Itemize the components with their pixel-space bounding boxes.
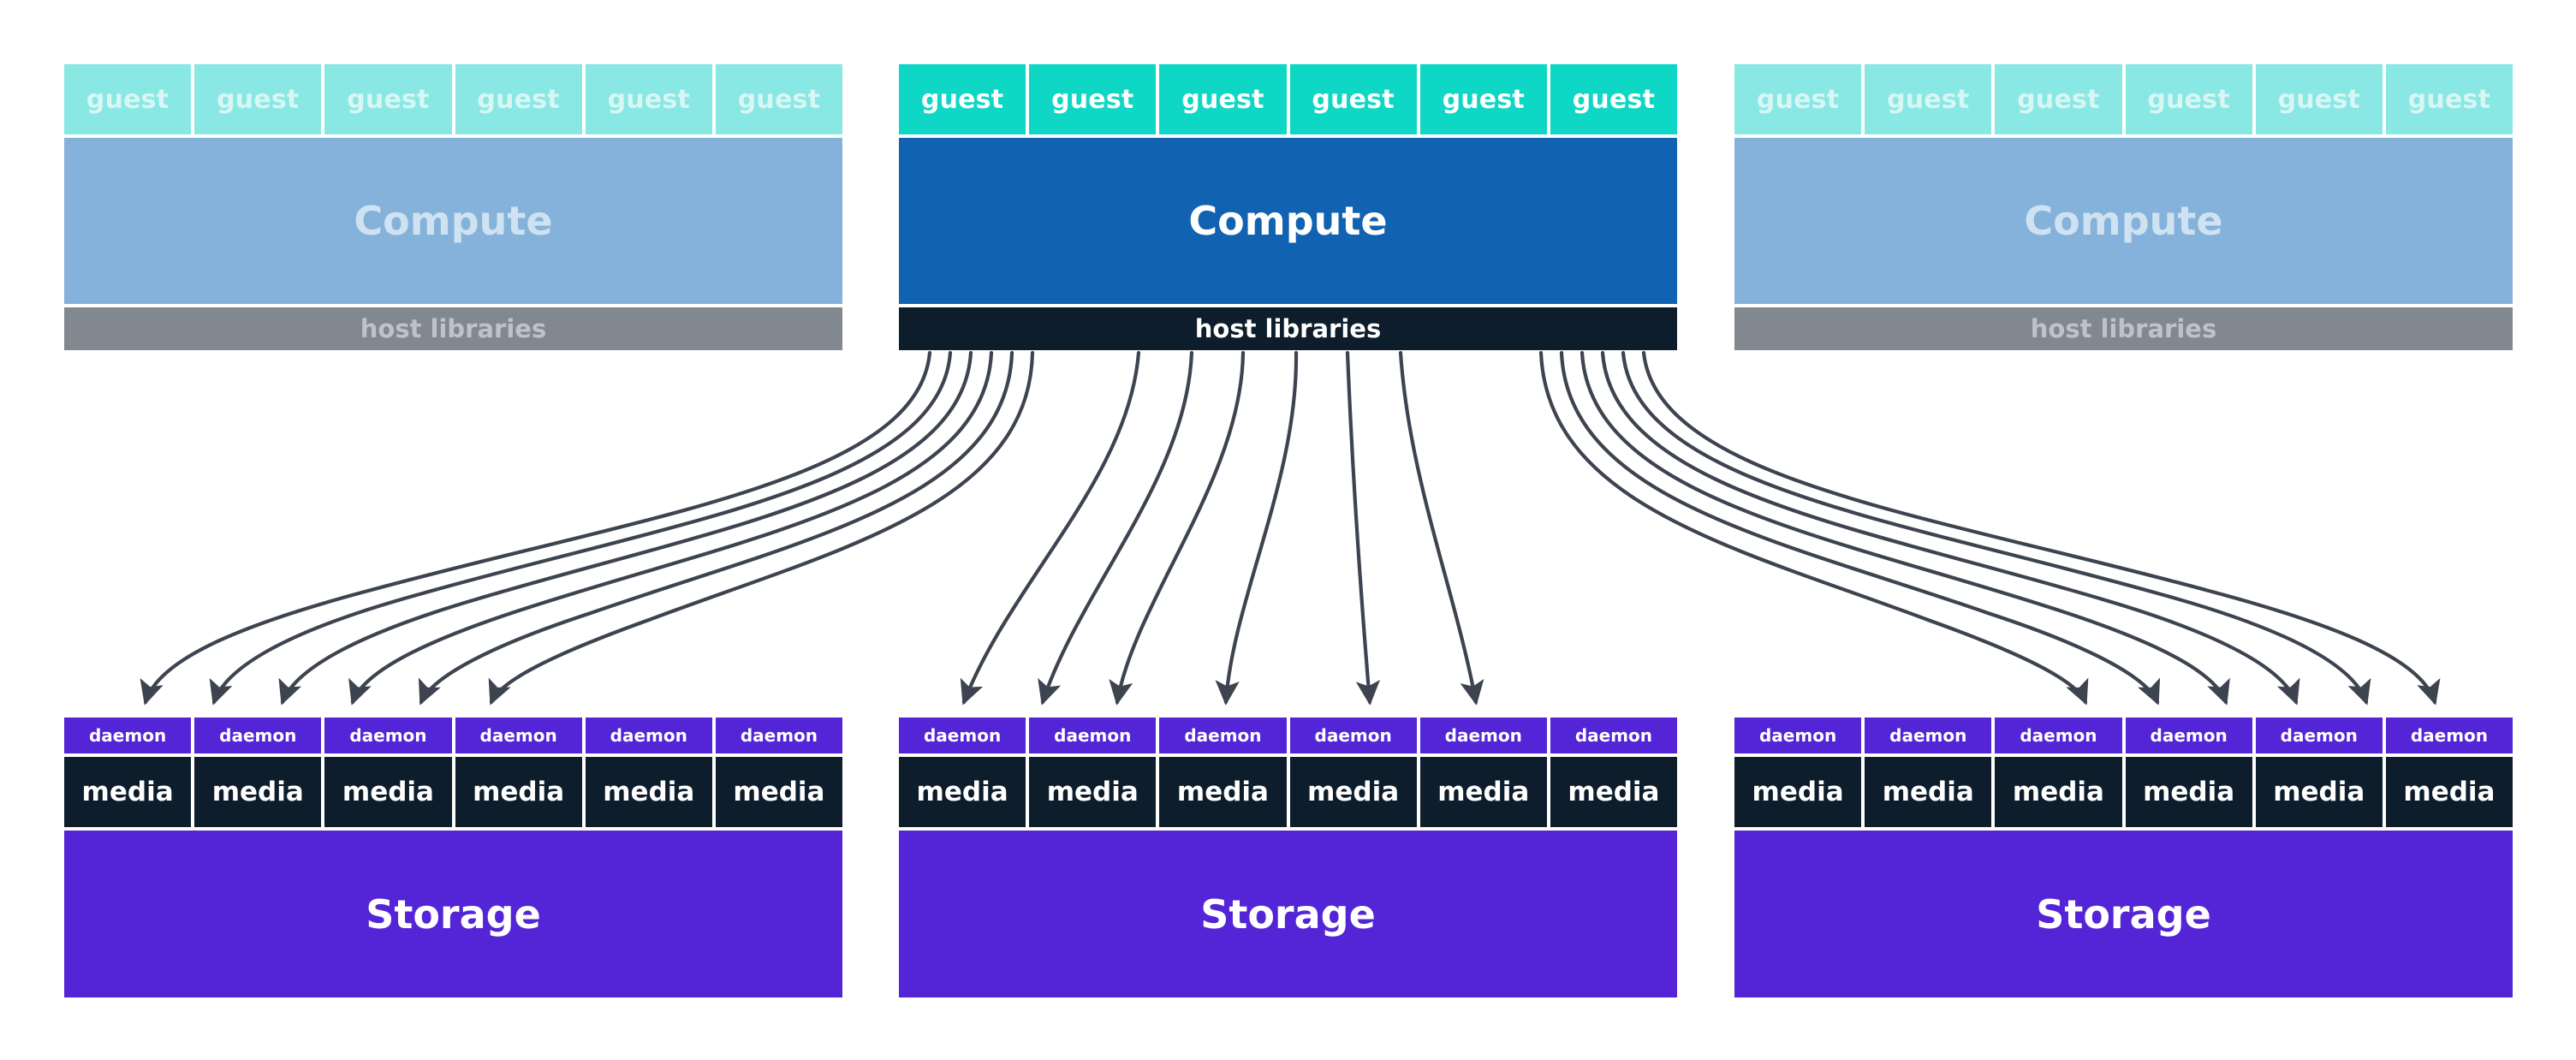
media-cell[interactable]: media [1865,757,1992,827]
arrow-line [1559,350,2161,706]
guest-cell[interactable]: guest [1550,64,1678,134]
daemon-cell[interactable]: daemon [1734,718,1862,753]
arrow-line [1580,350,2230,706]
daemon-row-center: daemon daemon daemon daemon daemon daemo… [899,718,1678,753]
storage-block-center[interactable]: Storage [899,831,1677,997]
host-libraries-bar-center[interactable]: host libraries [899,307,1677,350]
host-libraries-bar-left[interactable]: host libraries [64,307,842,350]
storage-block-left[interactable]: Storage [64,831,842,997]
media-cell[interactable]: media [2125,757,2252,827]
guest-cell[interactable]: guest [1159,64,1287,134]
host-libraries-bar-right[interactable]: host libraries [1734,307,2513,350]
guest-cell[interactable]: guest [2255,64,2383,134]
guest-cell[interactable]: guest [1419,64,1547,134]
arrow-line [209,350,953,706]
arrow-line [1109,350,1246,706]
media-row-center: media media media media media media [899,757,1678,827]
arrow-line [1600,350,2300,706]
media-row-right: media media media media media media [1734,757,2514,827]
arrow-line [348,350,994,706]
compute-block-center[interactable]: Compute [899,138,1677,304]
daemon-cell[interactable]: daemon [1159,718,1287,753]
guest-cell[interactable]: guest [1289,64,1417,134]
daemon-cell[interactable]: daemon [2255,718,2383,753]
guest-cell[interactable]: guest [2125,64,2252,134]
media-cell[interactable]: media [1995,757,2122,827]
guest-row-center: guest guest guest guest guest guest [899,64,1678,134]
arrow-line [1398,350,1484,706]
guest-cell[interactable]: guest [1734,64,1862,134]
daemon-cell[interactable]: daemon [1029,718,1157,753]
guest-row-right: guest guest guest guest guest guest [1734,64,2514,134]
daemon-cell[interactable]: daemon [2385,718,2514,753]
guest-cell[interactable]: guest [64,64,192,134]
media-row-left: media media media media media media [64,757,843,827]
daemon-cell[interactable]: daemon [324,718,452,753]
guest-cell[interactable]: guest [1029,64,1157,134]
media-cell[interactable]: media [455,757,582,827]
arrow-line [1641,350,2441,706]
guest-cell[interactable]: guest [1865,64,1992,134]
arrow-line [1538,350,2089,706]
media-cell[interactable]: media [2385,757,2514,827]
media-cell[interactable]: media [2255,757,2383,827]
media-cell[interactable]: media [1734,757,1862,827]
arrow-line [1038,350,1194,706]
daemon-cell[interactable]: daemon [1865,718,1992,753]
guest-cell[interactable]: guest [585,64,712,134]
media-cell[interactable]: media [1159,757,1287,827]
media-cell[interactable]: media [324,757,452,827]
guest-row-left: guest guest guest guest guest guest [64,64,843,134]
media-cell[interactable]: media [1289,757,1417,827]
arrow-line [140,350,932,706]
guest-cell[interactable]: guest [899,64,1026,134]
daemon-cell[interactable]: daemon [194,718,322,753]
arrow-line [488,350,1035,706]
daemon-cell[interactable]: daemon [1550,718,1678,753]
guest-cell[interactable]: guest [715,64,843,134]
guest-cell[interactable]: guest [455,64,582,134]
daemon-cell[interactable]: daemon [1289,718,1417,753]
daemon-cell[interactable]: daemon [1995,718,2122,753]
guest-cell[interactable]: guest [2385,64,2514,134]
guest-cell[interactable]: guest [1995,64,2122,134]
daemon-cell[interactable]: daemon [899,718,1026,753]
daemon-cell[interactable]: daemon [1419,718,1547,753]
arrow-line [278,350,973,706]
media-cell[interactable]: media [899,757,1026,827]
arrow-line [418,350,1014,706]
daemon-cell[interactable]: daemon [2125,718,2252,753]
daemon-row-right: daemon daemon daemon daemon daemon daemo… [1734,718,2514,753]
daemon-row-left: daemon daemon daemon daemon daemon daemo… [64,718,843,753]
media-cell[interactable]: media [64,757,192,827]
media-cell[interactable]: media [1419,757,1547,827]
daemon-cell[interactable]: daemon [585,718,712,753]
daemon-cell[interactable]: daemon [715,718,843,753]
media-cell[interactable]: media [1550,757,1678,827]
media-cell[interactable]: media [715,757,843,827]
compute-block-right[interactable]: Compute [1734,138,2513,304]
arrow-line [1345,350,1381,706]
arrow-line [960,350,1141,706]
daemon-cell[interactable]: daemon [455,718,582,753]
media-cell[interactable]: media [1029,757,1157,827]
media-cell[interactable]: media [585,757,712,827]
arrow-line [1215,350,1299,706]
media-cell[interactable]: media [194,757,322,827]
arrow-line [1621,350,2371,706]
guest-cell[interactable]: guest [324,64,452,134]
compute-block-left[interactable]: Compute [64,138,842,304]
daemon-cell[interactable]: daemon [64,718,192,753]
storage-block-right[interactable]: Storage [1734,831,2513,997]
guest-cell[interactable]: guest [194,64,322,134]
